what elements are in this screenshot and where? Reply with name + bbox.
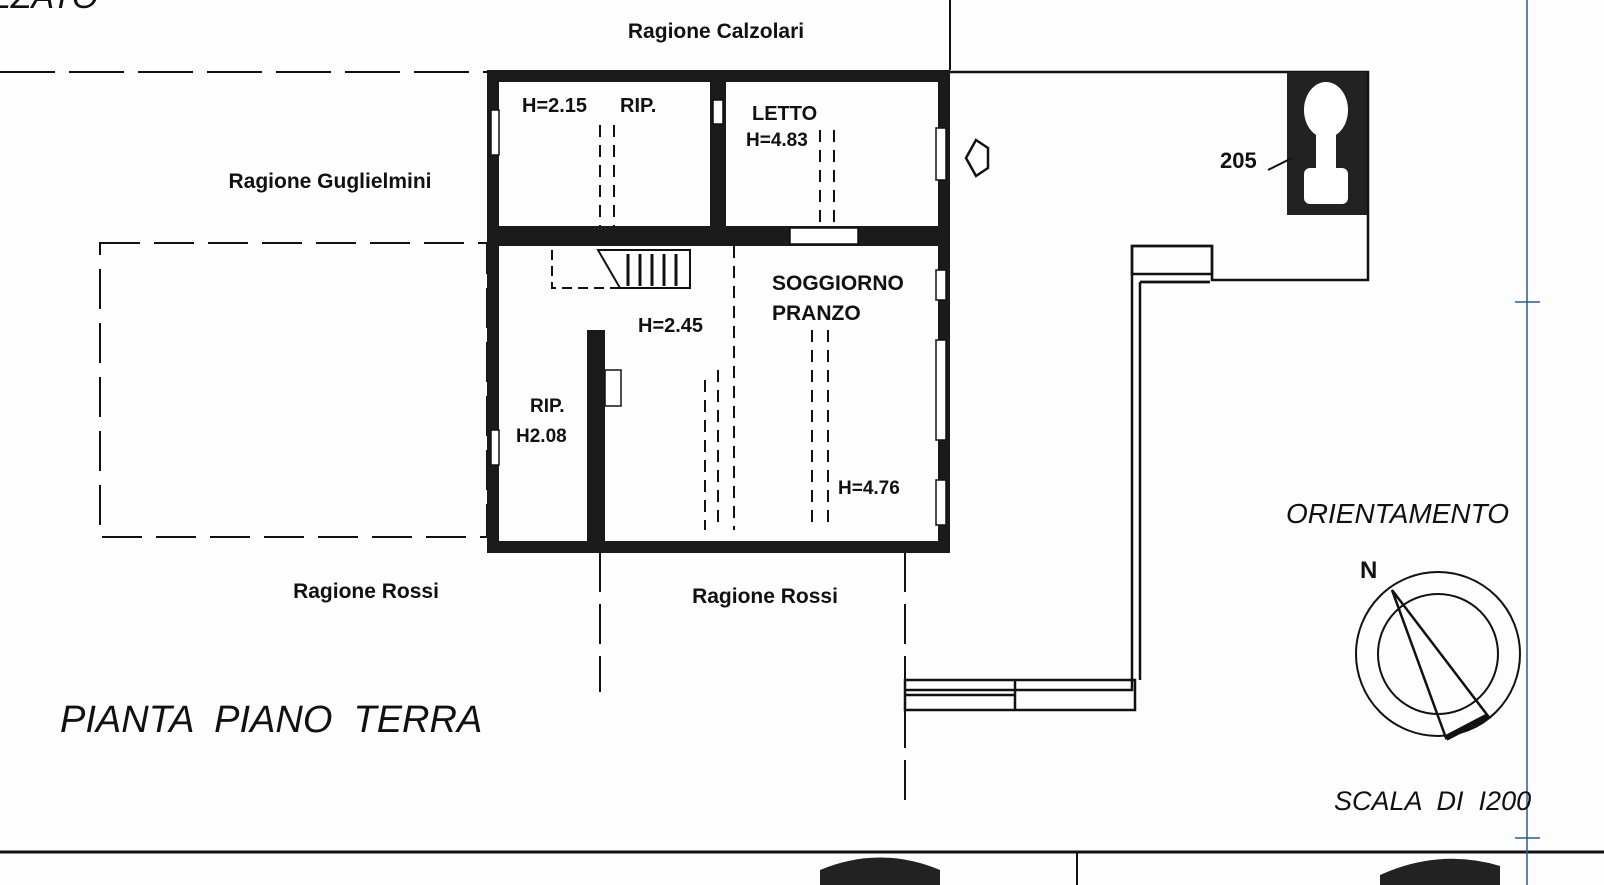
- bedroom-name: LETTO: [752, 103, 817, 125]
- neighbor-top: Ragione Calzolari: [628, 20, 804, 43]
- toilet-icon: [1287, 72, 1367, 215]
- orientation-label: ORIENTAMENTO: [1286, 498, 1509, 529]
- scan-artifact: [1380, 858, 1500, 885]
- neighbor-bottom-left: Ragione Rossi: [293, 580, 439, 603]
- living-height: H=4.76: [838, 478, 900, 499]
- compass-icon: [1355, 571, 1521, 741]
- scan-artifact: [820, 857, 940, 885]
- storage-bottom-height: H2.08: [516, 426, 567, 447]
- marker-label: 205: [1220, 148, 1257, 173]
- plan-title: PIANTA PIANO TERRA: [60, 699, 482, 741]
- hall-height: H=2.45: [638, 315, 703, 337]
- header-fragment: ZZATO: [0, 0, 98, 16]
- scale-label: SCALA DI I200: [1334, 786, 1531, 816]
- stairs: [551, 249, 691, 289]
- living-name-1: SOGGIORNO: [772, 272, 904, 295]
- courtyard-outline: [903, 70, 1370, 712]
- openings: [490, 99, 947, 526]
- storage-bottom-name: RIP.: [530, 396, 565, 417]
- entrance-arrow-icon: [964, 138, 990, 178]
- north-label: N: [1360, 557, 1377, 584]
- neighbor-left: Ragione Guglielmini: [228, 170, 431, 193]
- storage-top-name: RIP.: [620, 95, 656, 117]
- living-name-2: PRANZO: [772, 302, 861, 325]
- storage-top-height: H=2.15: [522, 95, 587, 117]
- neighbor-bottom-center: Ragione Rossi: [692, 585, 838, 608]
- bedroom-height: H=4.83: [746, 130, 808, 151]
- beam-lines: [599, 125, 835, 530]
